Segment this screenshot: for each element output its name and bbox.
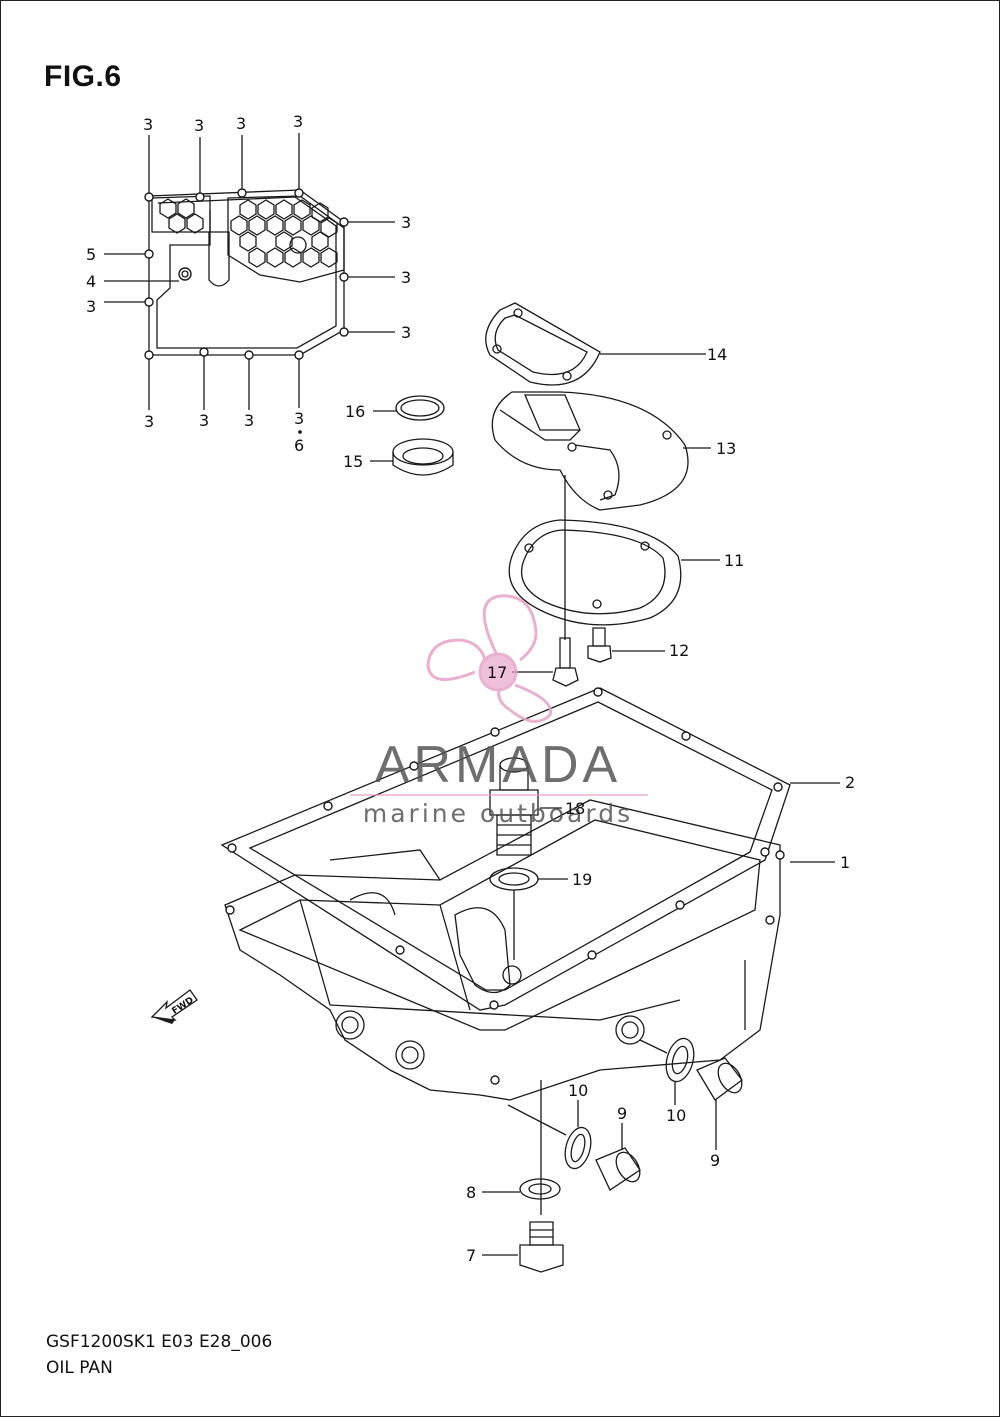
plug-9-lower [595, 1123, 641, 1191]
figure-title: FIG.6 [44, 60, 122, 93]
callout-17: 17 [487, 663, 507, 682]
callout-labels: 3 3 3 3 3 3 3 5 4 3 3 3 3 3 6 14 16 15 1… [86, 112, 855, 1265]
oil-strainer-inset [104, 133, 395, 434]
callout-4: 4 [86, 272, 96, 291]
bolt-12 [587, 627, 665, 663]
callout-3: 3 [244, 411, 254, 430]
callout-1: 1 [840, 853, 850, 872]
callout-3: 3 [194, 116, 204, 135]
oil-pressure-switch-18 [489, 757, 562, 856]
callout-11: 11 [724, 551, 744, 570]
washer-19 [489, 867, 568, 960]
callout-18: 18 [565, 799, 585, 818]
callout-6: 6 [294, 436, 304, 455]
callout-3: 3 [144, 412, 154, 431]
callout-3: 3 [294, 409, 304, 428]
o-ring-10-lower [507, 1100, 592, 1170]
callout-3: 3 [401, 268, 411, 287]
gasket-11 [508, 519, 720, 626]
oil-pan-1 [224, 799, 835, 1101]
gasket-8 [482, 1178, 561, 1200]
callout-3: 3 [401, 323, 411, 342]
plug-9-upper [696, 1057, 743, 1150]
propeller-logo [426, 594, 553, 723]
o-rings-15-16 [370, 395, 454, 476]
drain-plug-7 [482, 1080, 564, 1273]
armada-watermark: ARMADA marine outboards [350, 594, 648, 828]
callout-9: 9 [710, 1151, 720, 1170]
diagram-code: GSF1200SK1 E03 E28_006 [46, 1332, 273, 1352]
callout-19: 19 [572, 870, 592, 889]
callout-12: 12 [669, 641, 689, 660]
callout-16: 16 [345, 402, 365, 421]
callout-9: 9 [617, 1104, 627, 1123]
diagram-name: OIL PAN [46, 1358, 113, 1378]
callout-14: 14 [707, 345, 727, 364]
watermark-brand: ARMADA [375, 736, 621, 794]
callout-5: 5 [86, 245, 96, 264]
oil-pan-gasket-2 [220, 687, 840, 1011]
callout-3: 3 [143, 115, 153, 134]
watermark-tagline: marine outboards [363, 799, 633, 828]
forward-direction-arrow: FWD [150, 989, 198, 1024]
callout-2: 2 [845, 773, 855, 792]
callout-8: 8 [466, 1183, 476, 1202]
callout-15: 15 [343, 452, 363, 471]
callout-13: 13 [716, 439, 736, 458]
pump-cover-13 [491, 391, 711, 511]
callout-7: 7 [466, 1246, 476, 1265]
callout-3: 3 [401, 213, 411, 232]
gasket-14 [485, 302, 706, 386]
callout-10: 10 [666, 1106, 686, 1125]
callout-3: 3 [293, 112, 303, 131]
callout-10: 10 [568, 1081, 588, 1100]
callout-3: 3 [86, 297, 96, 316]
o-ring-10-upper [639, 1037, 695, 1105]
bolt-17 [512, 475, 579, 687]
callout-3: 3 [236, 114, 246, 133]
fwd-label: FWD [170, 996, 195, 1017]
callout-3: 3 [199, 411, 209, 430]
